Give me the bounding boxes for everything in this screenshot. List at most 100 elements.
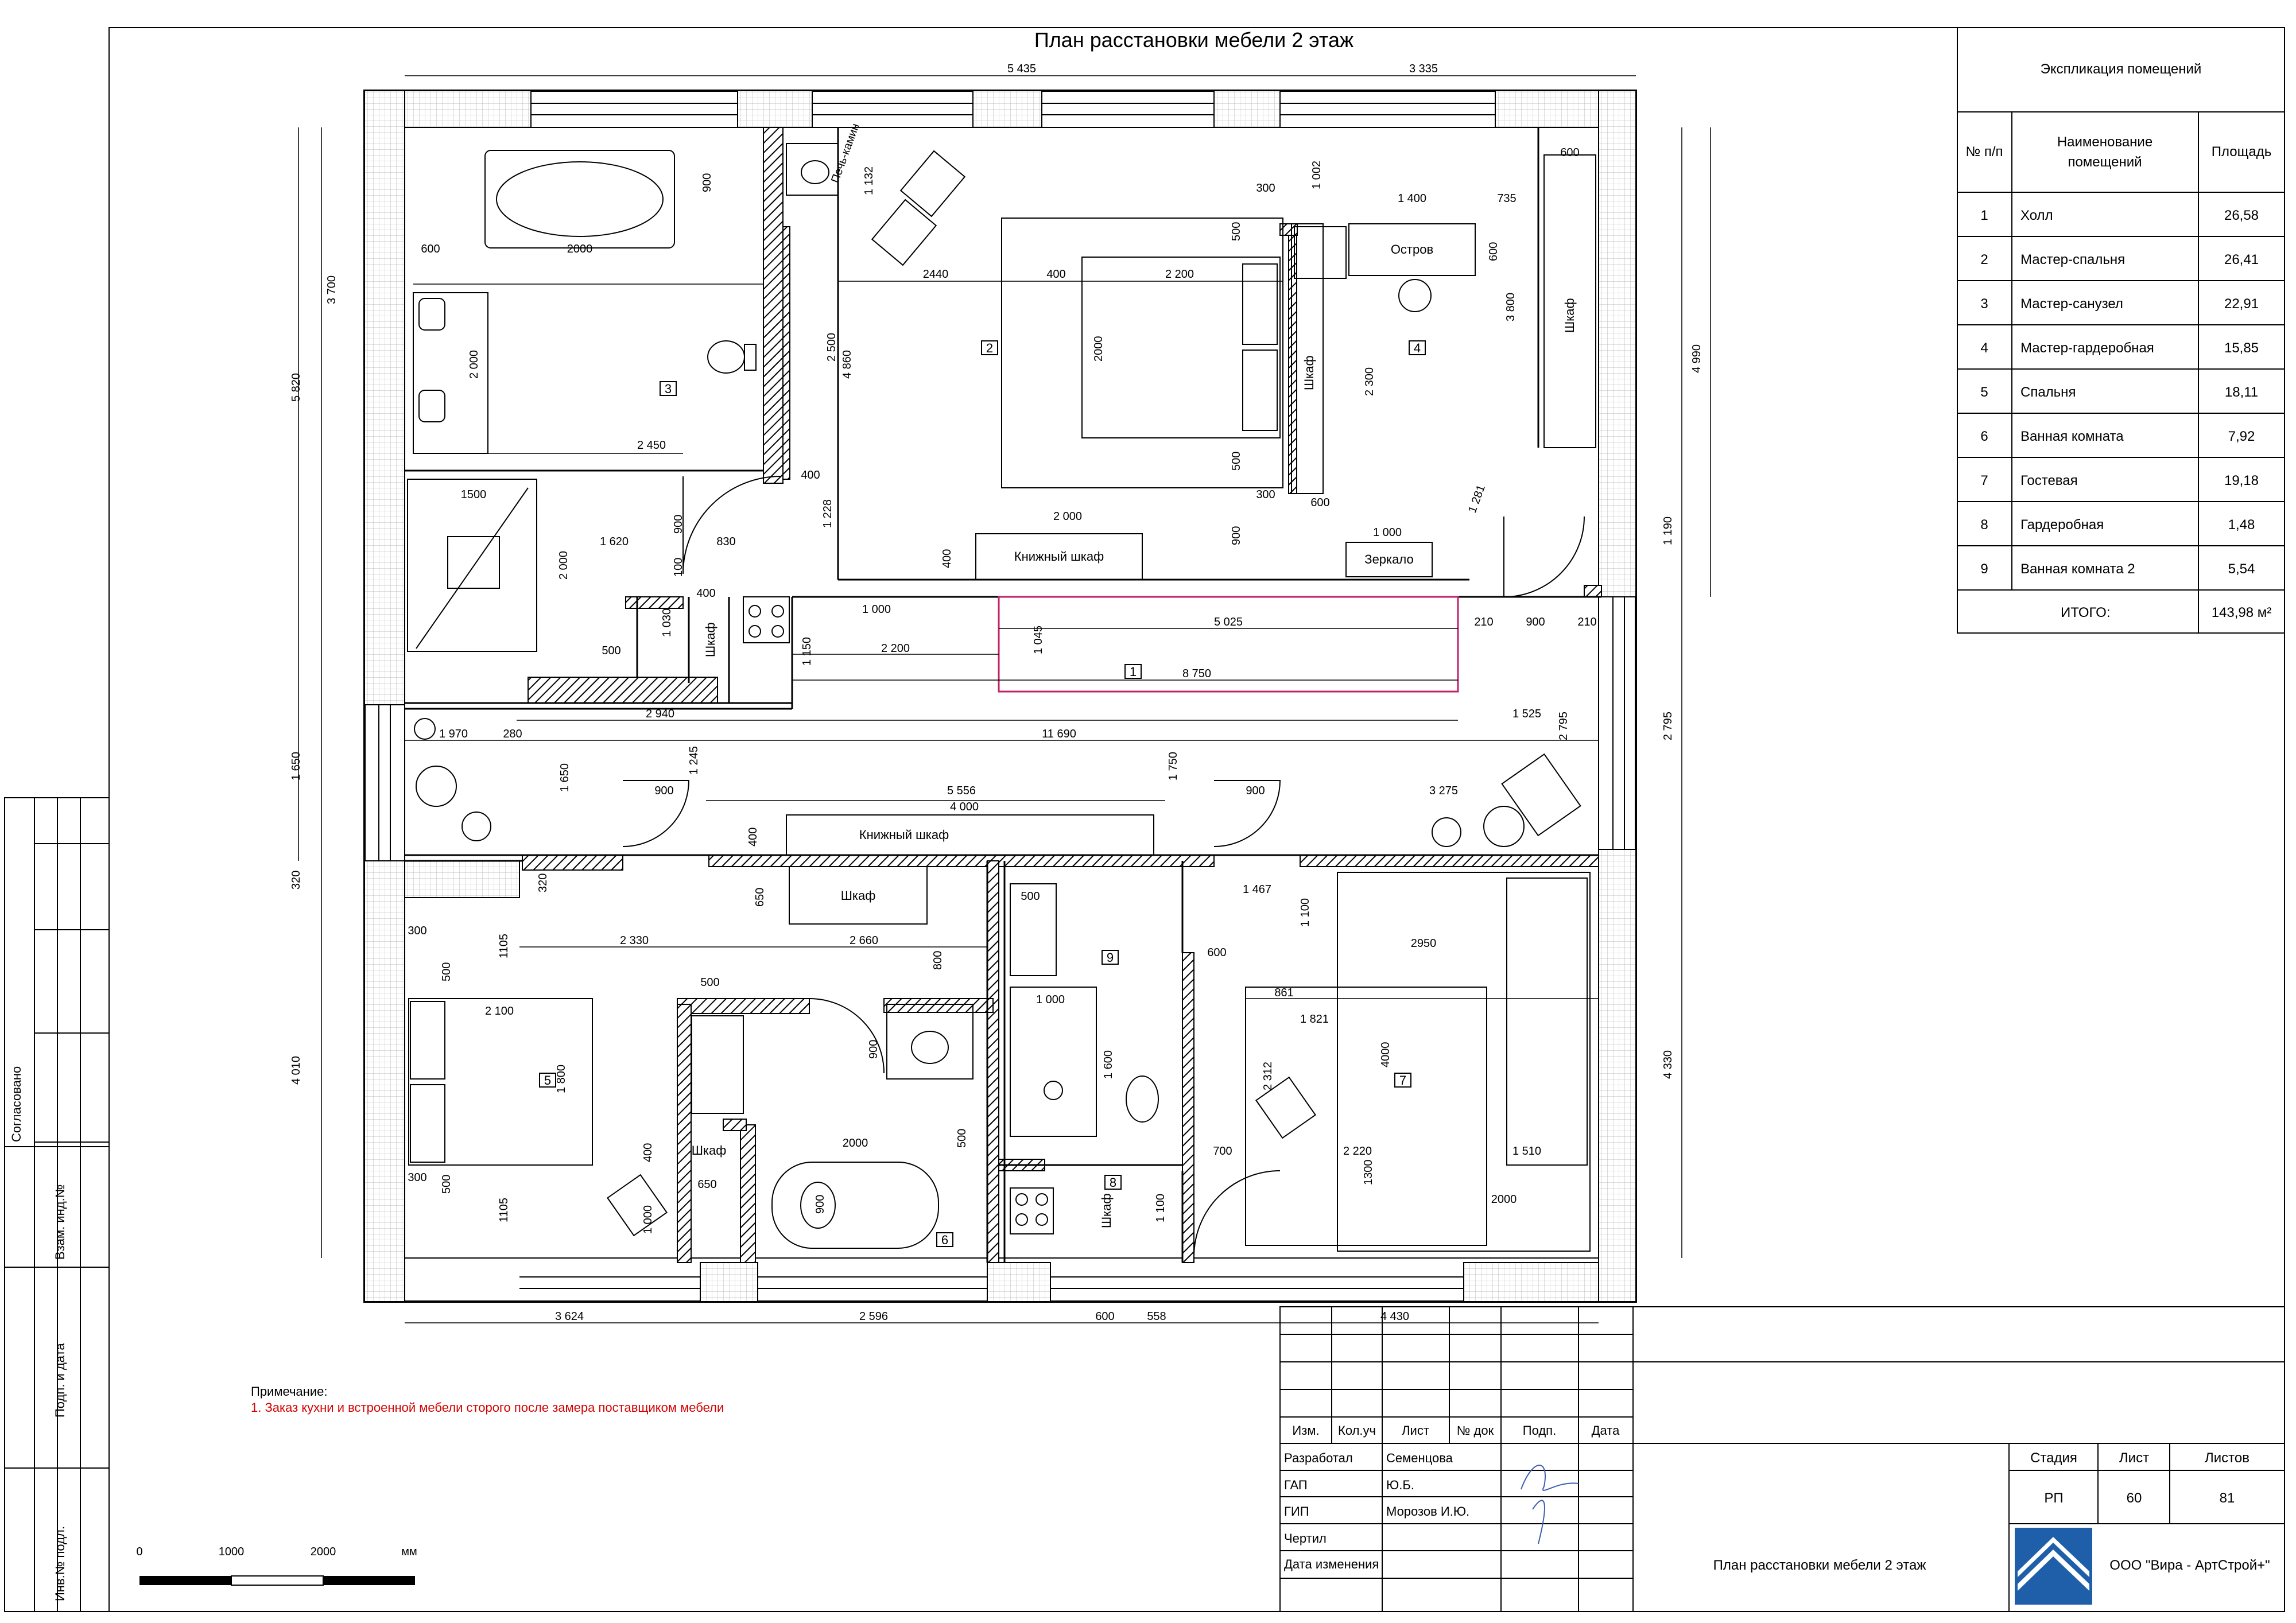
tb-col-koluch: Кол.уч: [1338, 1423, 1376, 1438]
svg-text:5 025: 5 025: [1214, 616, 1243, 628]
svg-text:500: 500: [956, 1129, 968, 1148]
inv-orig-label: Инв.№ подл.: [53, 1526, 67, 1601]
room-number-boxes: [539, 340, 1426, 1247]
svg-text:1 650: 1 650: [290, 752, 302, 781]
svg-text:500: 500: [440, 962, 453, 981]
svg-text:1 100: 1 100: [1299, 898, 1312, 927]
svg-text:2 940: 2 940: [646, 708, 674, 720]
svg-text:2: 2: [1980, 252, 1988, 267]
svg-text:900: 900: [1526, 616, 1545, 628]
legend-row: 9 Ванная комната 2 5,54: [1980, 561, 2255, 577]
svg-text:1 100: 1 100: [1154, 1194, 1167, 1222]
svg-text:7: 7: [1980, 473, 1988, 488]
svg-text:18,11: 18,11: [2225, 385, 2258, 400]
stove-label: Печь-камин: [829, 122, 862, 185]
svg-text:26,41: 26,41: [2224, 252, 2259, 267]
svg-text:Ванная комната: Ванная комната: [2020, 429, 2124, 444]
svg-text:1105: 1105: [498, 1198, 510, 1222]
svg-text:4: 4: [1980, 340, 1988, 356]
svg-text:300: 300: [1256, 488, 1275, 501]
svg-text:320: 320: [290, 871, 302, 890]
svg-text:2 200: 2 200: [881, 642, 910, 655]
svg-text:300: 300: [1256, 182, 1275, 195]
legend-row: 8 Гардеробная 1,48: [1980, 517, 2255, 533]
svg-text:1 620: 1 620: [600, 535, 629, 548]
svg-text:5 556: 5 556: [947, 785, 976, 797]
legend-header: Экспликация помещений: [2041, 61, 2202, 77]
svg-text:500: 500: [440, 1175, 453, 1194]
svg-text:1 800: 1 800: [555, 1065, 568, 1093]
svg-text:900: 900: [701, 173, 713, 192]
svg-text:1 600: 1 600: [1102, 1050, 1115, 1079]
title-block: [1279, 1306, 2285, 1612]
room-number: 6: [941, 1233, 948, 1247]
furniture: [407, 143, 1596, 1257]
tb-sheet-label: Лист: [2119, 1450, 2149, 1466]
svg-text:1 002: 1 002: [1310, 161, 1323, 189]
svg-text:Спальня: Спальня: [2020, 385, 2076, 400]
svg-text:5: 5: [1980, 385, 1988, 400]
svg-text:2 200: 2 200: [1165, 268, 1194, 281]
svg-text:600: 600: [1560, 146, 1579, 159]
room-number: 2: [986, 341, 993, 355]
svg-text:6: 6: [1980, 429, 1988, 444]
svg-text:1 245: 1 245: [688, 746, 700, 775]
svg-text:500: 500: [700, 976, 719, 989]
tb-gap-value: Ю.Б.: [1386, 1478, 1414, 1492]
svg-text:2 000: 2 000: [1053, 510, 1082, 523]
tb-col-podp: Подп.: [1523, 1423, 1556, 1438]
legend-row: 2 Мастер-спальня 26,41: [1980, 252, 2259, 267]
signature: [1521, 1465, 1579, 1544]
svg-text:1500: 1500: [461, 488, 487, 501]
svg-text:1 000: 1 000: [1373, 526, 1402, 539]
svg-text:1000: 1000: [219, 1546, 245, 1558]
tb-drew-label: Чертил: [1284, 1531, 1327, 1546]
svg-text:600: 600: [1487, 242, 1500, 261]
tb-developer-value: Семенцова: [1386, 1451, 1453, 1465]
svg-text:2 000: 2 000: [557, 551, 570, 580]
svg-text:1 750: 1 750: [1167, 752, 1180, 781]
svg-text:900: 900: [1246, 785, 1265, 797]
svg-text:500: 500: [1230, 222, 1243, 241]
svg-text:1300: 1300: [1362, 1160, 1375, 1186]
svg-text:3 700: 3 700: [325, 275, 338, 304]
agreed-label: Согласовано: [9, 1066, 24, 1142]
svg-text:2 660: 2 660: [850, 934, 878, 947]
svg-text:1 970: 1 970: [439, 728, 468, 740]
svg-text:300: 300: [408, 1171, 426, 1184]
svg-text:2 450: 2 450: [637, 439, 666, 452]
svg-text:2 330: 2 330: [620, 934, 649, 947]
wardrobe-label: Шкаф: [1099, 1193, 1114, 1228]
room-number: 8: [1110, 1175, 1116, 1190]
svg-text:Гостевая: Гостевая: [2020, 473, 2078, 488]
tb-col-izm: Изм.: [1292, 1423, 1319, 1438]
room-number: 3: [665, 382, 672, 396]
svg-text:15,85: 15,85: [2224, 340, 2259, 356]
tb-gip-value: Морозов И.Ю.: [1386, 1504, 1469, 1519]
svg-text:320: 320: [537, 873, 549, 892]
columns: [364, 90, 1636, 1302]
svg-text:1 000: 1 000: [862, 603, 891, 616]
tb-date-change-label: Дата изменения: [1284, 1557, 1379, 1571]
svg-text:400: 400: [696, 587, 715, 600]
rooms-legend-table: [1957, 27, 2285, 634]
svg-text:400: 400: [747, 828, 759, 847]
svg-text:3 624: 3 624: [555, 1310, 584, 1323]
bookcase-label: Книжный шкаф: [1014, 549, 1104, 564]
dimension-texts: 5 435 3 335 3 700 5 820 1 650 320 4 010 …: [290, 63, 1703, 1323]
tb-stage-label: Стадия: [2030, 1450, 2077, 1466]
svg-text:3 335: 3 335: [1409, 63, 1438, 75]
svg-text:2 300: 2 300: [1363, 367, 1376, 396]
svg-text:2 312: 2 312: [1262, 1062, 1274, 1090]
tb-gap-label: ГАП: [1284, 1478, 1308, 1492]
svg-text:4 430: 4 430: [1380, 1310, 1409, 1323]
svg-text:600: 600: [421, 243, 440, 255]
svg-text:5 820: 5 820: [290, 373, 302, 402]
room-number: 4: [1414, 341, 1421, 355]
svg-text:650: 650: [697, 1178, 716, 1191]
legend-col-name-2: помещений: [2068, 154, 2142, 170]
svg-text:1 190: 1 190: [1662, 517, 1674, 545]
svg-text:3 275: 3 275: [1429, 785, 1458, 797]
svg-text:2 596: 2 596: [859, 1310, 888, 1323]
svg-text:8: 8: [1980, 517, 1988, 533]
